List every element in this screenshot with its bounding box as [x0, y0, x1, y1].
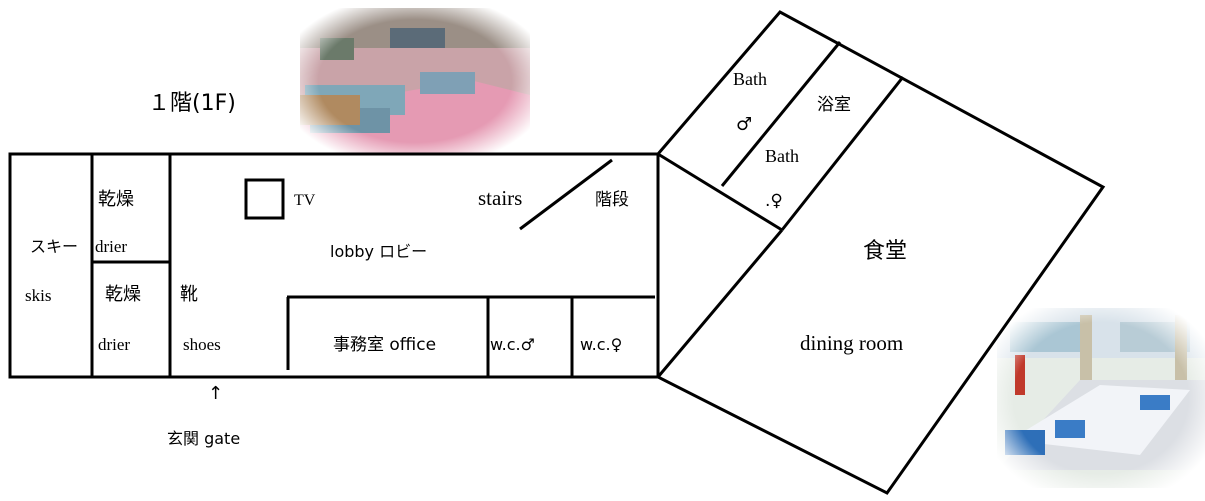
bath-male-symbol: ♂	[736, 114, 752, 135]
wc-male-label: w.c.♂	[490, 335, 535, 354]
office-label: 事務室 office	[333, 335, 436, 355]
floor-title: １階(1F)	[148, 91, 236, 116]
ski-label-jp: スキー	[30, 237, 78, 256]
bath-male-label: Bath	[733, 69, 767, 89]
dining-photo	[997, 308, 1205, 488]
lobby-label: lobby ロビー	[330, 242, 427, 261]
drier2-label-en: drier	[98, 335, 130, 354]
drier2-label-jp: 乾燥	[105, 284, 141, 305]
drier1-label-en: drier	[95, 237, 127, 256]
wall-dining-left	[656, 229, 784, 378]
annex-outline	[656, 10, 1106, 495]
tv-label: TV	[294, 192, 316, 209]
lobby-photo	[300, 8, 530, 154]
wall-dining-top	[780, 76, 905, 231]
dining-label-jp: 食堂	[863, 239, 907, 264]
entrance-label: 玄関 gate	[167, 429, 240, 448]
wall-bath-bottom	[657, 152, 783, 232]
bath-female-symbol: .♀	[765, 191, 783, 211]
entrance-arrow: ↑	[208, 383, 223, 404]
dining-label-en: dining room	[800, 331, 903, 355]
shoes-label-en: shoes	[183, 335, 221, 354]
shoes-label-jp: 靴	[180, 284, 198, 305]
tv-box	[244, 178, 285, 220]
bath-jp-label: 浴室	[817, 95, 851, 115]
stairs-label-jp: 階段	[595, 190, 629, 210]
stairs-label-en: stairs	[478, 186, 522, 210]
drier1-label-jp: 乾燥	[98, 189, 134, 210]
ski-label-en: skis	[25, 286, 51, 305]
wc-female-label: w.c.♀	[580, 335, 622, 354]
wall-bath-split	[720, 41, 842, 187]
bath-female-label: Bath	[765, 146, 799, 166]
stairs-line	[519, 158, 613, 231]
